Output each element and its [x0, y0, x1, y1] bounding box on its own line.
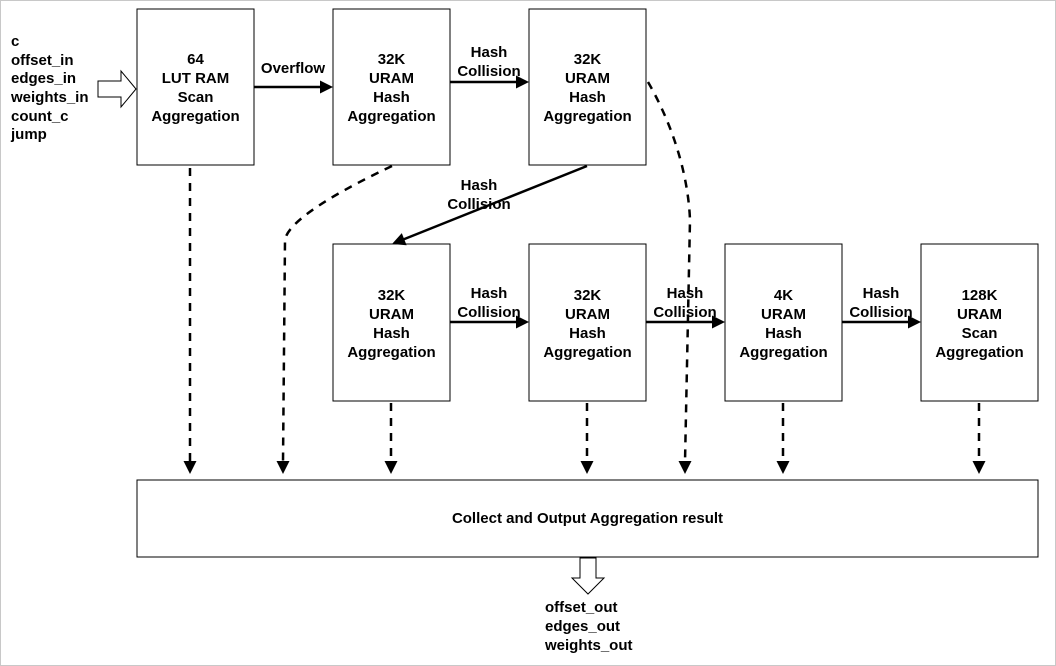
block-line: 32K	[378, 287, 406, 304]
collision-label: Collision	[447, 196, 510, 213]
block-hash-4: 32K URAM Hash Aggregation	[528, 243, 647, 402]
block-line: Hash	[569, 325, 606, 342]
block-line: Scan	[962, 325, 998, 342]
block-lut-scan: 64 LUT RAM Scan Aggregation	[136, 8, 255, 166]
collision-label: Hash	[471, 285, 508, 302]
overflow-label: Overflow	[261, 60, 326, 77]
collision-label: Hash	[461, 177, 498, 194]
output-signal: offset_out	[545, 599, 618, 616]
block-line: Aggregation	[151, 108, 239, 125]
block-line: Hash	[569, 89, 606, 106]
input-signal: edges_in	[11, 70, 76, 87]
block-line: URAM	[761, 306, 806, 323]
block-line: Hash	[373, 325, 410, 342]
collector-block: Collect and Output Aggregation result	[136, 479, 1039, 558]
collision-label: Collision	[849, 304, 912, 321]
block-line: Aggregation	[347, 108, 435, 125]
block-line: Scan	[178, 89, 214, 106]
block-line: URAM	[565, 306, 610, 323]
collision-label: Hash	[667, 285, 704, 302]
block-uram-scan: 128K URAM Scan Aggregation	[920, 243, 1039, 402]
block-line: Aggregation	[543, 344, 631, 361]
collision-label: Hash	[471, 44, 508, 61]
block-line: Aggregation	[739, 344, 827, 361]
block-line: Hash	[373, 89, 410, 106]
input-signal-list: c offset_in edges_in weights_in count_c …	[10, 33, 89, 143]
input-signal: offset_in	[11, 52, 74, 69]
block-line: Aggregation	[347, 344, 435, 361]
block-line: Aggregation	[543, 108, 631, 125]
output-signal: weights_out	[544, 637, 633, 654]
block-line: 64	[187, 51, 204, 68]
block-hash-3: 32K URAM Hash Aggregation	[332, 243, 451, 402]
block-hash-5: 4K URAM Hash Aggregation	[724, 243, 843, 402]
block-line: 32K	[378, 51, 406, 68]
collision-label: Hash	[863, 285, 900, 302]
input-arrow	[97, 69, 137, 109]
collision-label: Collision	[457, 304, 520, 321]
solid-edges	[254, 75, 921, 329]
block-line: Hash	[765, 325, 802, 342]
block-line: 32K	[574, 51, 602, 68]
output-signal: edges_out	[545, 618, 620, 635]
block-line: URAM	[957, 306, 1002, 323]
collector-label: Collect and Output Aggregation result	[452, 510, 723, 527]
block-line: LUT RAM	[162, 70, 230, 87]
block-line: 128K	[962, 287, 998, 304]
output-arrow	[570, 557, 606, 595]
block-line: URAM	[369, 70, 414, 87]
input-signal: jump	[10, 126, 47, 143]
block-line: Aggregation	[935, 344, 1023, 361]
block-line: 32K	[574, 287, 602, 304]
collision-label: Collision	[457, 63, 520, 80]
edge-labels: Overflow Hash Collision Hash Collision H…	[261, 44, 913, 321]
output-signal-list: offset_out edges_out weights_out	[544, 599, 633, 654]
input-signal: count_c	[11, 108, 69, 125]
dashed-edges	[183, 81, 986, 474]
block-hash-2: 32K URAM Hash Aggregation	[528, 8, 647, 166]
block-hash-1: 32K URAM Hash Aggregation	[332, 8, 451, 166]
block-line: 4K	[774, 287, 793, 304]
block-line: URAM	[565, 70, 610, 87]
collision-label: Collision	[653, 304, 716, 321]
input-signal: weights_in	[10, 89, 89, 106]
block-line: URAM	[369, 306, 414, 323]
input-signal: c	[11, 33, 19, 50]
